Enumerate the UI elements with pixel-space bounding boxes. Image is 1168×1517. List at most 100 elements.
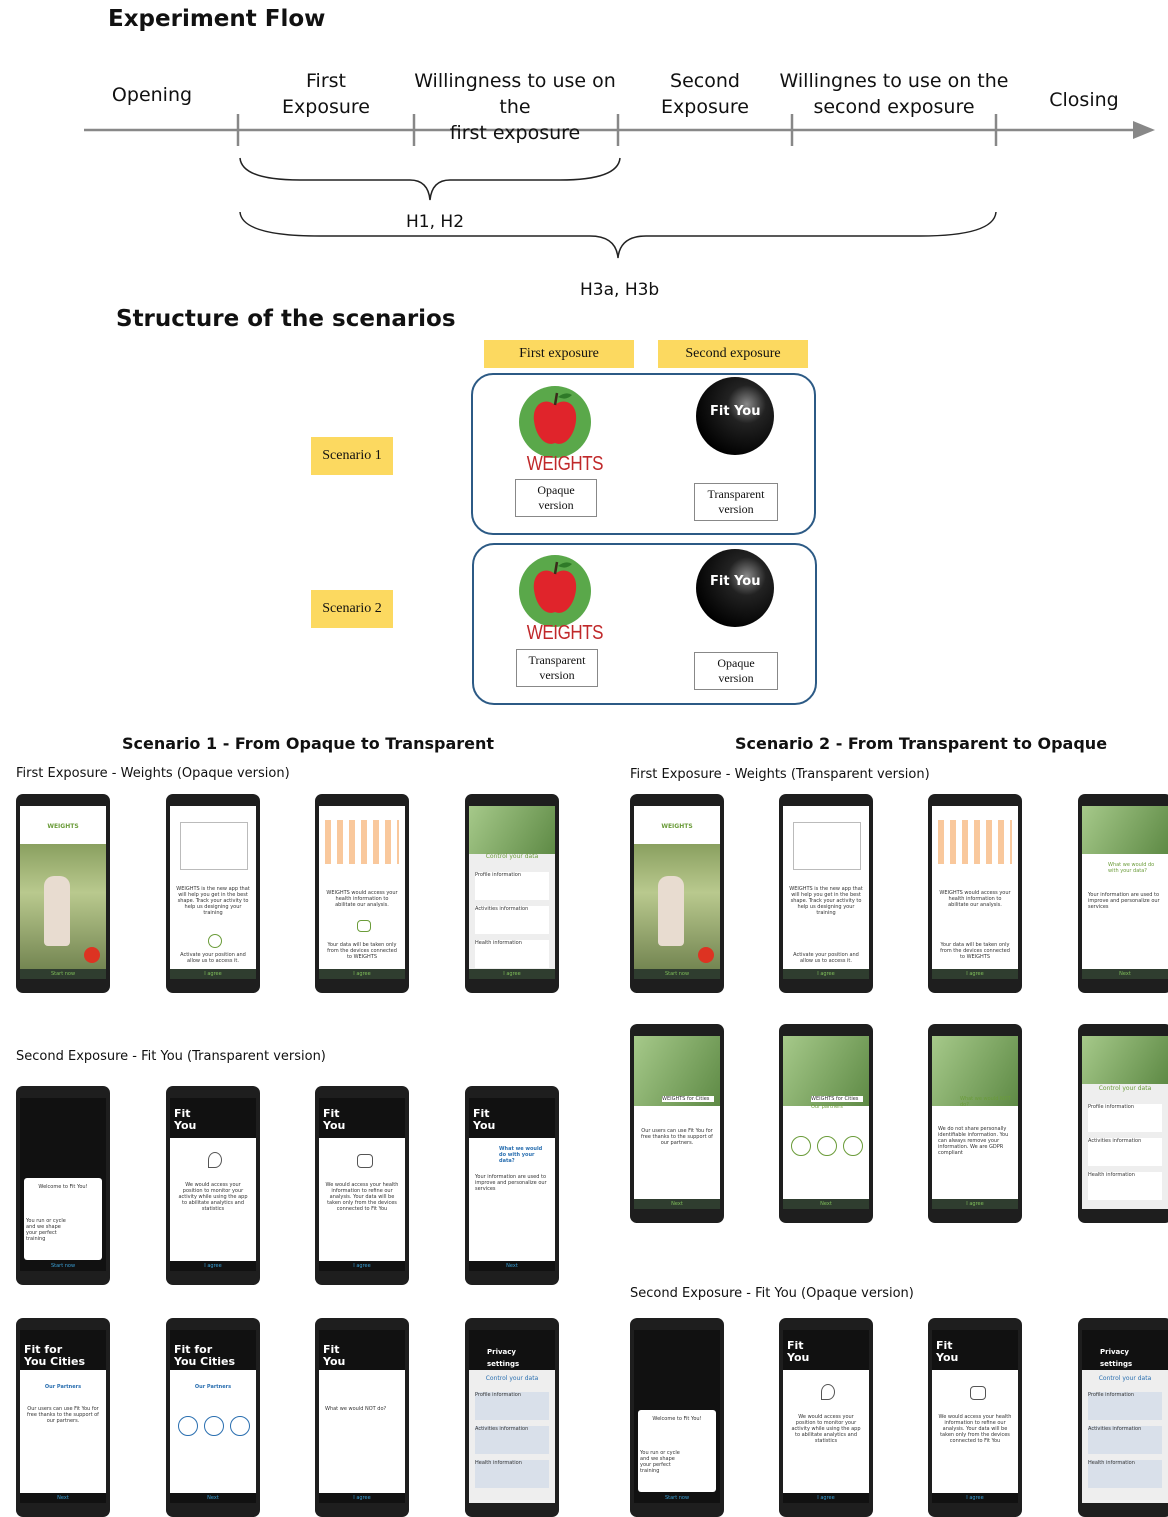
welcome-text: Welcome to Fit You! (652, 1416, 702, 1422)
start-now-button[interactable]: Start now (634, 1493, 720, 1503)
fityou-header (319, 1098, 405, 1138)
partners-body: Our users can use Fit You for free thank… (27, 1406, 99, 1424)
control-title: Control your data (485, 853, 539, 860)
what-body: Your information are used to improve and… (1088, 892, 1160, 910)
fityou-logo-text: Fit You (710, 404, 761, 419)
control-title: Control your data (1098, 1085, 1152, 1092)
agree-button[interactable]: I agree (319, 1493, 405, 1503)
start-now-button[interactable]: Start now (20, 1261, 106, 1271)
heart-icon (970, 1386, 986, 1400)
partners-body: Our users can use Fit You for free thank… (641, 1128, 713, 1146)
agree-button[interactable]: I agree (319, 969, 405, 979)
agree-button[interactable]: I agree (170, 969, 256, 979)
not-body: We do not share personally identifiable … (938, 1126, 1009, 1156)
start-now-button[interactable]: Start now (20, 969, 106, 979)
phone-fityou-welcome: Welcome to Fit You! You run or cycle and… (16, 1086, 110, 1285)
phone-fityou-privacy: Privacy settings Control your data Profi… (465, 1318, 559, 1517)
devices-text: Your data will be taken only from the de… (940, 942, 1010, 960)
next-button[interactable]: Next (1082, 969, 1168, 979)
phase-opening: Opening (111, 84, 193, 106)
phone-weights-health: WEIGHTS would access your health informa… (928, 794, 1022, 993)
fityou-name: Fit You (323, 1343, 346, 1368)
privacy-title: Privacy settings (1100, 1348, 1133, 1368)
what-body: Your information are used to improve and… (475, 1174, 547, 1192)
experiment-flow-title: Experiment Flow (108, 6, 326, 32)
next-button[interactable]: Next (170, 1493, 256, 1503)
fityou-header (170, 1330, 256, 1370)
phone-fityou-position: Fit You We would access your position to… (166, 1086, 260, 1285)
routes-icon (843, 1136, 863, 1156)
agree-button[interactable]: I agree (319, 1261, 405, 1271)
phone-fityou-partners-icons: Fit for You Cities Our Partners Next (166, 1318, 260, 1517)
partners-title: Our Partners (194, 1384, 232, 1390)
fityou-header (469, 1330, 555, 1370)
position-text: Activate your position and allow us to a… (793, 952, 859, 964)
scenario-2-frame (472, 543, 817, 705)
devices-illustration (180, 822, 248, 870)
next-button[interactable]: Next (634, 1199, 720, 1209)
charts-illustration (938, 820, 1012, 864)
health-text: WEIGHTS would access your health informa… (939, 890, 1011, 908)
s1-first-version: Opaque version (515, 479, 597, 517)
agree-button[interactable]: I agree (469, 969, 555, 979)
agree-button[interactable]: I agree (932, 1493, 1018, 1503)
activities-section: Activities information (1088, 1426, 1162, 1454)
phone-fityou-health: Fit You We would access your health info… (315, 1086, 409, 1285)
phone-weights-control: Control your data Profile information Ac… (465, 794, 559, 993)
phase-willingness-first: Willingness to use on the first exposure (414, 70, 616, 144)
agree-button[interactable]: I agree (783, 969, 869, 979)
our-partners: Our partners (811, 1104, 843, 1110)
fityou-logo-text: Fit You (710, 574, 761, 589)
runner-figure (658, 876, 684, 946)
phone-weights-not-do: What we would NOT do? We do not share pe… (928, 1024, 1022, 1223)
next-button[interactable]: Next (783, 1199, 869, 1209)
phone-fityou-health: Fit You We would access your health info… (928, 1318, 1022, 1517)
agree-button[interactable]: I agree (783, 1493, 869, 1503)
profile-section: Profile information (1088, 1392, 1162, 1420)
location-icon (208, 934, 222, 948)
timeline-diagram (84, 114, 1155, 259)
fityou-header (170, 1098, 256, 1138)
heart-icon (357, 1154, 373, 1168)
phone-fityou-welcome: Welcome to Fit You! You run or cycle and… (630, 1318, 724, 1517)
agree-button[interactable]: I agree (932, 969, 1018, 979)
header-image (1082, 806, 1168, 854)
infrastructure-icon (204, 1416, 224, 1436)
apple-icon (698, 947, 714, 963)
cities-title: WEIGHTS for Cities (811, 1096, 863, 1102)
s1-second-version: Transparent version (694, 483, 778, 521)
next-button[interactable]: Next (469, 1261, 555, 1271)
agree-button[interactable]: I agree (932, 1199, 1018, 1209)
health-section: Health information (475, 1460, 549, 1488)
streets-icon (178, 1416, 198, 1436)
next-button[interactable]: Next (20, 1493, 106, 1503)
privacy-title: Privacy settings (487, 1348, 520, 1368)
welcome-card (638, 1410, 716, 1492)
welcome-text: Welcome to Fit You! (38, 1184, 88, 1190)
location-icon (821, 1384, 835, 1400)
streets-icon (791, 1136, 811, 1156)
phone-weights-welcome: WEIGHTS Start now (630, 794, 724, 993)
phase-first-exposure: First Exposure (282, 70, 370, 118)
fityou-name: Fit You (473, 1107, 496, 1132)
phase-willingness-second: Willingnes to use on the second exposure (779, 70, 1009, 118)
agree-button[interactable]: I agree (170, 1261, 256, 1271)
location-icon (208, 1152, 222, 1168)
phone-weights-data-use: What we would do with your data? Your in… (1078, 794, 1168, 993)
phone-weights-intro: WEIGHTS is the new app that will help yo… (166, 794, 260, 993)
phone-weights-partners: WEIGHTS for Cities Our partners Next (779, 1024, 873, 1223)
profile-section: Profile information (475, 872, 549, 900)
what-title: What we would do with your data? (1108, 862, 1155, 874)
phone-fityou-privacy: Privacy settings Control your data Profi… (1078, 1318, 1168, 1517)
devices-illustration (793, 822, 861, 870)
fityou-cities-name: Fit for You Cities (174, 1343, 236, 1368)
apple-icon (84, 947, 100, 963)
fityou-logo-icon (696, 377, 774, 455)
position-text: We would access your position to monitor… (178, 1182, 248, 1212)
start-now-button[interactable]: Start now (634, 969, 720, 979)
profile-section: Profile information (1088, 1104, 1162, 1132)
phone-fityou-not-do: Fit You What we would NOT do? I agree (315, 1318, 409, 1517)
control-title: Control your data (1098, 1375, 1152, 1382)
devices-text: Your data will be taken only from the de… (327, 942, 397, 960)
charts-illustration (325, 820, 399, 864)
